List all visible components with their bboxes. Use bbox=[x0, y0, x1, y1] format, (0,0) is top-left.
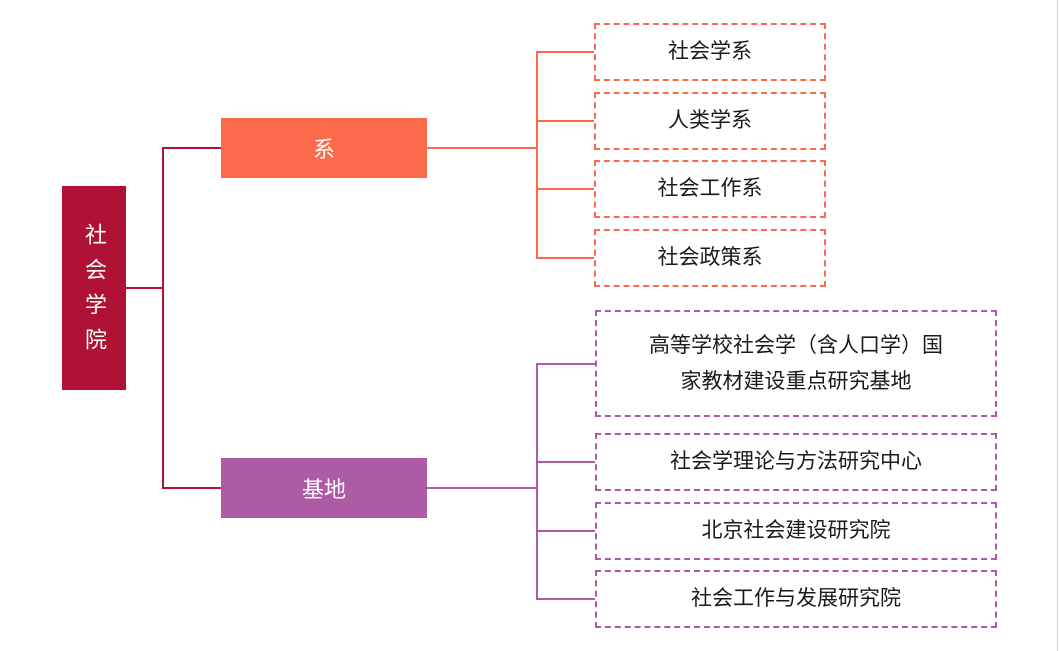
leaf-node-base-1: 高等学校社会学（含人口学）国 家教材建设重点研究基地 bbox=[595, 310, 997, 417]
connector-bases-vertical bbox=[536, 363, 538, 600]
leaf-node-label: 社会学理论与方法研究中心 bbox=[670, 449, 922, 474]
root-node-school-of-sociology: 社会学院 bbox=[62, 186, 126, 390]
leaf-node-label: 社会政策系 bbox=[657, 245, 763, 270]
connector-branch-bases bbox=[162, 487, 221, 489]
leaf-node-label: 社会工作与发展研究院 bbox=[691, 586, 901, 611]
connector-departments-stub-2 bbox=[536, 120, 594, 122]
connector-bases-stub-2 bbox=[536, 461, 595, 463]
page-right-edge-line bbox=[1057, 0, 1058, 651]
leaf-node-label: 北京社会建设研究院 bbox=[701, 518, 891, 543]
leaf-node-label: 高等学校社会学（含人口学）国 家教材建设重点研究基地 bbox=[649, 332, 943, 393]
root-node-label: 社会学院 bbox=[82, 223, 107, 363]
connector-bases-main bbox=[427, 487, 536, 489]
connector-branch-departments bbox=[162, 147, 221, 149]
branch-node-departments-label: 系 bbox=[312, 137, 335, 162]
connector-trunk-vertical bbox=[162, 147, 164, 489]
leaf-node-label: 社会工作系 bbox=[657, 176, 763, 201]
leaf-node-base-2: 社会学理论与方法研究中心 bbox=[595, 433, 997, 491]
leaf-node-department-1: 社会学系 bbox=[594, 23, 826, 81]
leaf-node-base-4: 社会工作与发展研究院 bbox=[595, 570, 997, 628]
branch-node-departments: 系 bbox=[221, 118, 427, 178]
connector-departments-main bbox=[427, 147, 536, 149]
connector-root-stub bbox=[126, 287, 162, 289]
connector-departments-stub-4 bbox=[536, 257, 594, 259]
connector-departments-stub-3 bbox=[536, 188, 594, 190]
leaf-node-department-2: 人类学系 bbox=[594, 92, 826, 150]
connector-bases-stub-4 bbox=[536, 598, 595, 600]
leaf-node-label: 社会学系 bbox=[668, 39, 752, 64]
connector-bases-stub-1 bbox=[536, 363, 595, 365]
branch-node-bases: 基地 bbox=[221, 458, 427, 518]
connector-departments-stub-1 bbox=[536, 51, 594, 53]
leaf-node-department-3: 社会工作系 bbox=[594, 160, 826, 218]
leaf-node-department-4: 社会政策系 bbox=[594, 229, 826, 287]
connector-bases-stub-3 bbox=[536, 530, 595, 532]
leaf-node-label: 人类学系 bbox=[668, 108, 752, 133]
branch-node-bases-label: 基地 bbox=[301, 477, 346, 502]
connector-departments-vertical bbox=[536, 51, 538, 259]
leaf-node-base-3: 北京社会建设研究院 bbox=[595, 502, 997, 560]
